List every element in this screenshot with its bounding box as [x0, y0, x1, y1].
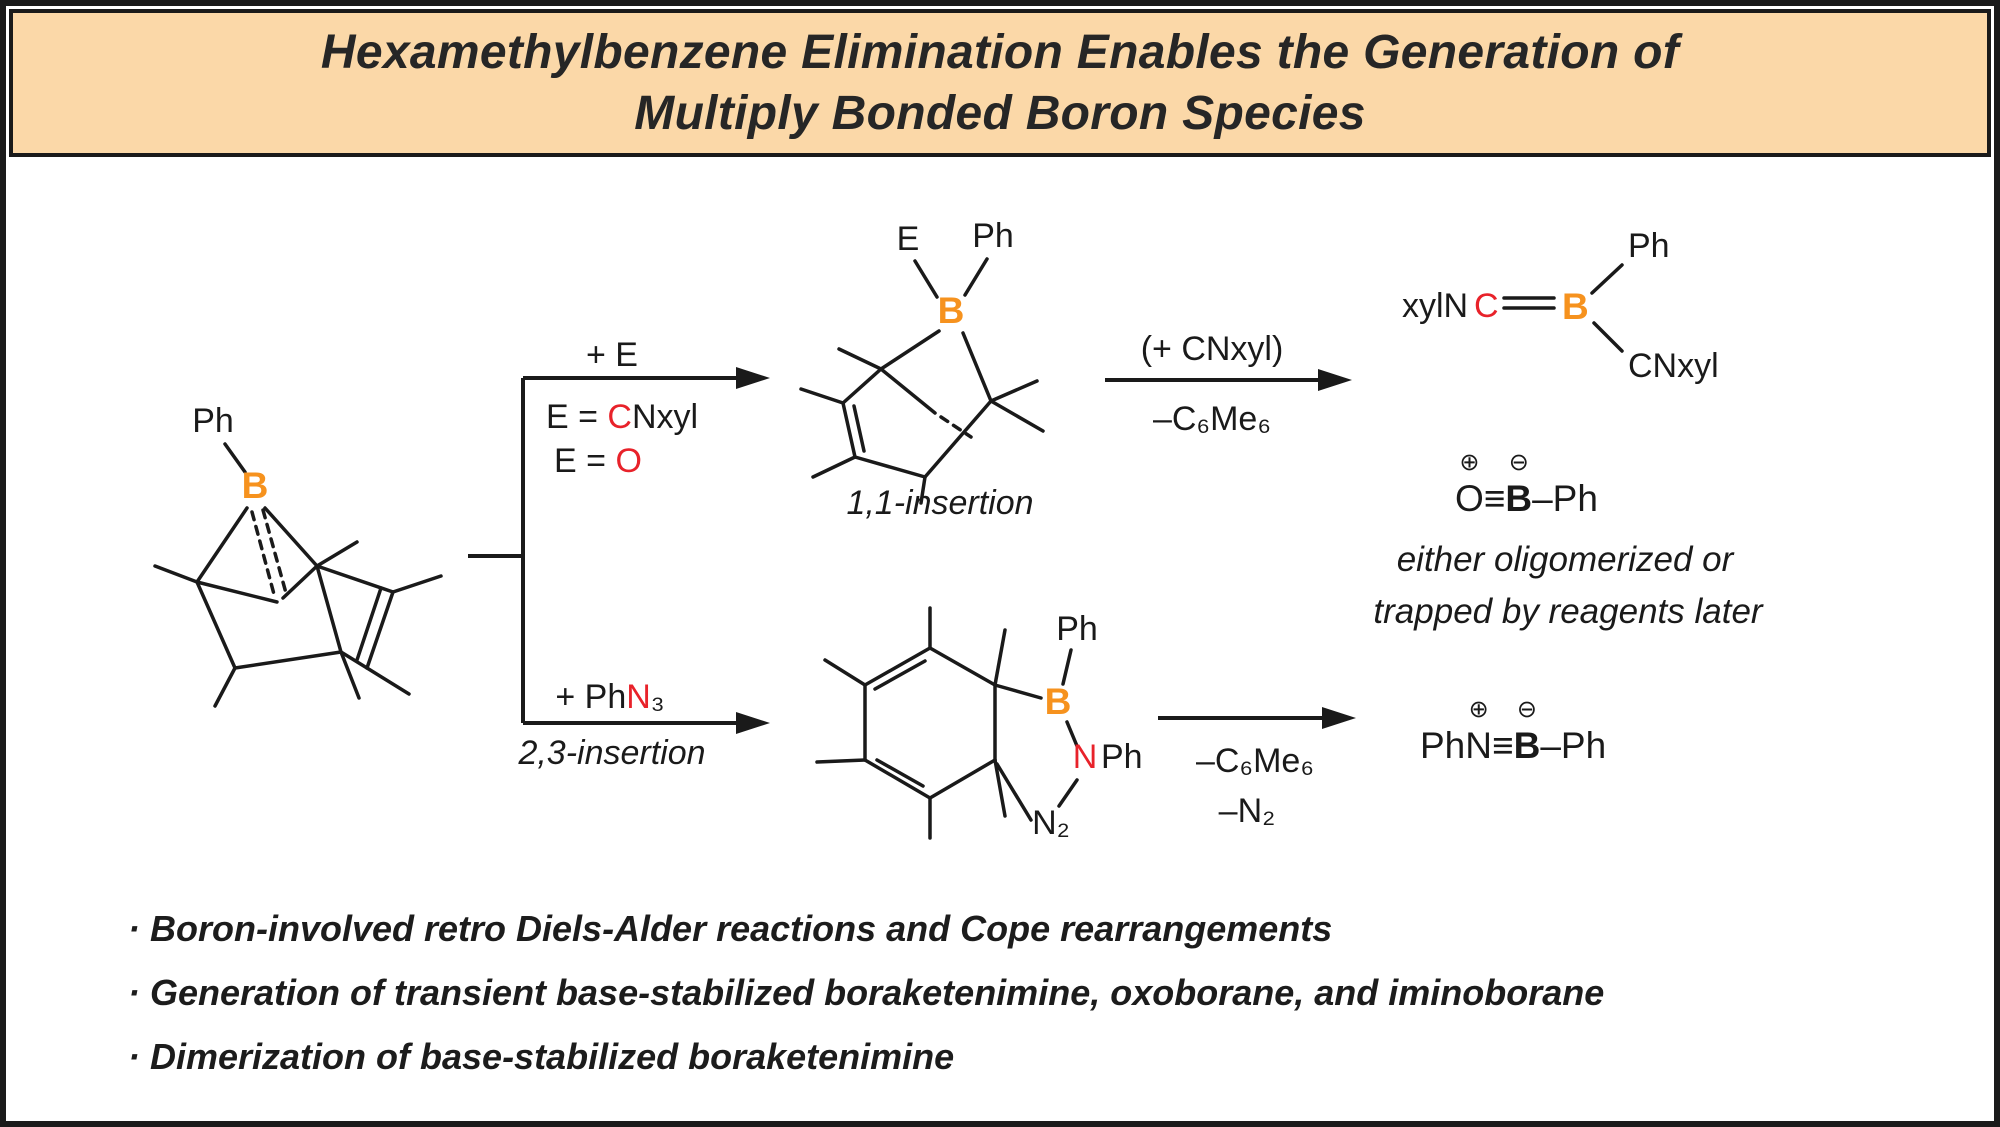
triple-bond-unit: ≡ [1484, 448, 1506, 520]
insertion-11-caption: 1,1-insertion [846, 484, 1034, 522]
minus-c6me6-bottom-label: –C₆Me₆ [1195, 742, 1315, 780]
title-line-2: Multiply Bonded Boron Species [634, 87, 1366, 140]
phenyl-unit: –Ph [1540, 695, 1606, 767]
insertion-11-structure: E Ph B [799, 217, 1045, 505]
azide-subscript: ₃ [650, 678, 665, 716]
triple-bond: ≡ [1483, 478, 1506, 519]
boraketenimine-cnxyl-label: CNxyl [1628, 347, 1719, 385]
insertion-11-bonds [799, 257, 1045, 505]
phenyl-prefix-unit: Ph [1420, 695, 1465, 767]
plus-e-label: + E [586, 336, 638, 374]
bond-phenyl-label: –Ph [1532, 478, 1598, 519]
azide-phenyl-on-boron: Ph [1056, 610, 1098, 648]
azide-phenyl-on-nitrogen: Ph [1101, 738, 1143, 776]
plus-cnxyl-label: (+ CNxyl) [1140, 330, 1284, 368]
nitrogen-unit: ⊕ N [1465, 695, 1492, 767]
title-banner: Hexamethylbenzene Elimination Enables th… [9, 9, 1991, 157]
oxygen-red: O [615, 442, 642, 480]
cnxyl-rest-text: Nxyl [631, 398, 699, 436]
bullet-retro-diels-alder: · Boron-involved retro Diels-Alder react… [128, 908, 1333, 949]
oxoborane-formula: ⊕ O ≡ ⊖ B –Ph [1455, 448, 1598, 520]
start-boron-atom: B [242, 465, 269, 506]
branch-line [468, 378, 525, 723]
e-equals-o-label: E = O [554, 442, 642, 481]
boraketenimine-bonds [1502, 263, 1624, 353]
boraketenimine-carbon-atom: C [1474, 287, 1499, 325]
minus-charge-icon: ⊖ [1516, 696, 1538, 723]
minus-charge-icon: ⊖ [1508, 449, 1529, 476]
boron-atom: B [1513, 725, 1541, 766]
boron-atom: B [1505, 478, 1533, 519]
azide-n2-label: N₂ [1032, 804, 1070, 842]
minus-n2-label: –N₂ [1218, 792, 1276, 830]
note-line-1: either oligomerized or [1396, 540, 1734, 579]
bullet-dimerization: · Dimerization of base-stabilized borake… [128, 1036, 955, 1077]
plus-charge-icon: ⊕ [1459, 449, 1480, 476]
phenyl-unit: –Ph [1532, 448, 1598, 520]
bond-phenyl-label: –Ph [1540, 725, 1607, 766]
nitrogen-atom: N [1465, 725, 1492, 766]
azide-nitrogen-atom: N [1073, 738, 1098, 776]
triple-bond-unit: ≡ [1492, 695, 1514, 767]
title-line-1: Hexamethylbenzene Elimination Enables th… [320, 26, 1680, 79]
azide-boron-atom: B [1045, 681, 1072, 722]
plus-charge-icon: ⊕ [1468, 696, 1489, 723]
iminoborane-formula: Ph ⊕ N ≡ ⊖ B –Ph [1420, 695, 1606, 767]
insertion-11-boron-atom: B [938, 290, 965, 331]
boraketenimine-phenyl-label: Ph [1628, 227, 1670, 265]
oxygen-atom: O [1455, 478, 1484, 519]
oxygen-unit: ⊕ O [1455, 448, 1484, 520]
boraketenimine-boron-atom: B [1562, 286, 1589, 327]
boron-unit: ⊖ B [1505, 448, 1532, 520]
note-line-2: trapped by reagents later [1373, 592, 1763, 631]
minus-c6me6-top-label: –C₆Me₆ [1152, 400, 1272, 438]
azide-adduct-structure: Ph B N Ph N₂ [815, 606, 1143, 842]
insertion-11-phenyl-label: Ph [972, 217, 1014, 255]
xyln-label: xylN [1402, 287, 1468, 325]
insertion-11-e-label: E [897, 220, 920, 258]
start-phenyl-label: Ph [192, 402, 234, 440]
azide-adduct-bonds [815, 606, 1079, 840]
phenyl-prefix-label: Ph [1420, 725, 1466, 766]
top-product-arrowhead [1318, 369, 1352, 391]
e-equals-text: E = [545, 398, 608, 436]
boraketenimine-structure: xylN C B Ph CNxyl [1402, 227, 1719, 385]
azide-nitrogen-red: N [626, 678, 651, 716]
insertion-23-caption: 2,3-insertion [518, 734, 706, 772]
plus-ph-text: + Ph [555, 678, 627, 716]
boron-unit: ⊖ B [1514, 695, 1541, 767]
cnxyl-carbon-red: C [607, 398, 632, 436]
bullet-transient-species: · Generation of transient base-stabilize… [128, 972, 1605, 1013]
top-branch-arrowhead [736, 367, 770, 389]
start-material-structure: Ph B [153, 402, 443, 708]
bottom-branch-arrowhead [736, 712, 770, 734]
e-equals-cnxyl-label: E = CNxyl [546, 398, 698, 437]
plus-phn3-label: + PhN₃ [555, 678, 664, 717]
bottom-product-arrowhead [1322, 707, 1356, 729]
start-material-bonds [153, 442, 443, 708]
e-equals-text: E = [554, 442, 616, 480]
triple-bond: ≡ [1492, 725, 1514, 766]
